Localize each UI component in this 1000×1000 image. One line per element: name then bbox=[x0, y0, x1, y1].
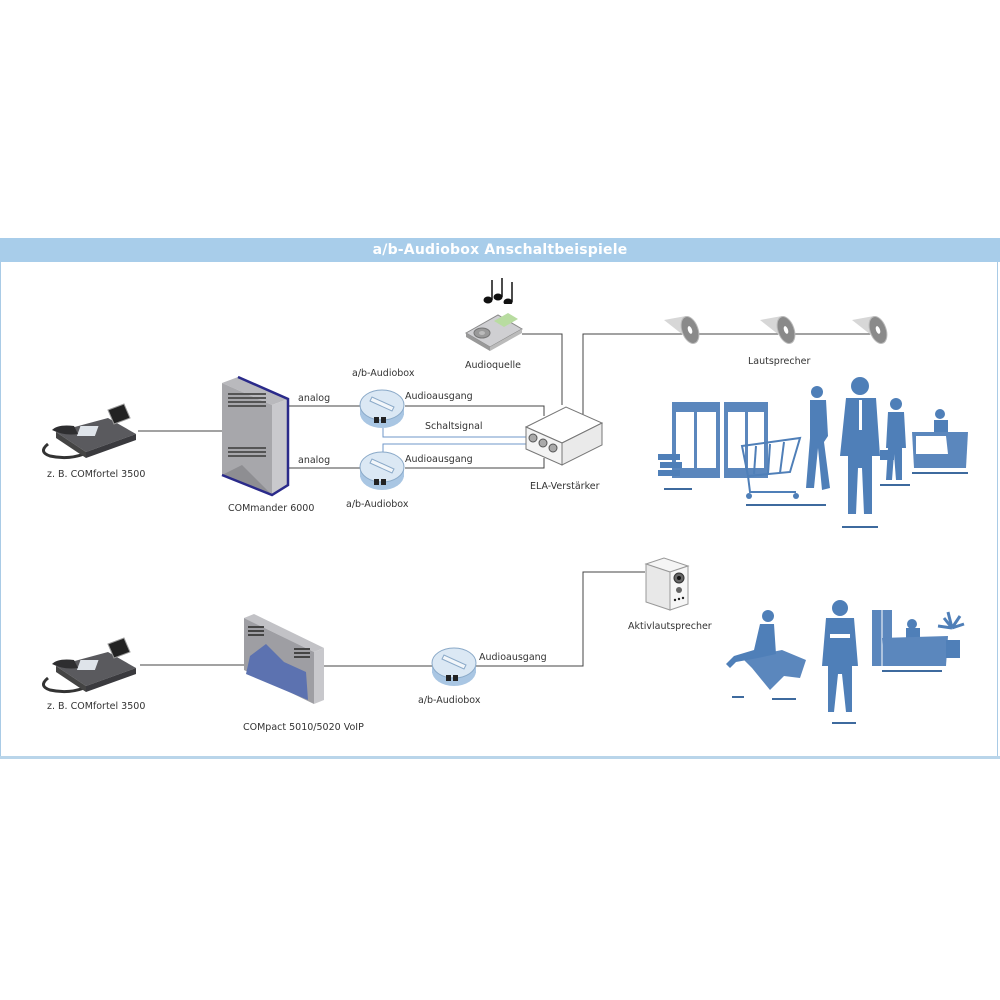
loudspeaker-icon-1 bbox=[664, 316, 700, 344]
refrigerator-icon bbox=[672, 402, 768, 478]
signal-label: Schaltsignal bbox=[425, 421, 483, 432]
pbx-label-bottom: COMpact 5010/5020 VoIP bbox=[243, 722, 364, 733]
source-line bbox=[522, 333, 563, 405]
speakers-label: Lautsprecher bbox=[748, 356, 811, 367]
reception-desk-icon bbox=[882, 619, 948, 666]
desk-phone-icon-bottom bbox=[42, 637, 136, 694]
medical-scene-illustration bbox=[726, 600, 965, 724]
diagram-title: a/b-Audiobox Anschaltbeispiele bbox=[0, 238, 1000, 262]
audiobox-icon-3 bbox=[431, 647, 477, 686]
businessman-silhouette-icon bbox=[840, 377, 880, 514]
signal-line-2 bbox=[382, 443, 526, 452]
panel-bottom-border bbox=[0, 756, 1000, 759]
audiobox-label-2: a/b-Audiobox bbox=[346, 499, 409, 510]
audio-out-label-2: Audioausgang bbox=[405, 454, 473, 465]
doctor-silhouette-icon bbox=[822, 600, 858, 712]
audio-source-label: Audioquelle bbox=[465, 360, 522, 371]
woman-silhouette-icon bbox=[806, 386, 830, 490]
audio-player-icon bbox=[464, 313, 524, 351]
shopping-cart-icon bbox=[740, 436, 802, 493]
analog-label-1: analog bbox=[298, 393, 331, 404]
audio-out-label-bottom: Audioausgang bbox=[479, 652, 547, 663]
pbx-label-top: COMmander 6000 bbox=[228, 503, 315, 514]
audio-out-line-1 bbox=[405, 405, 545, 416]
active-speaker-icon bbox=[644, 557, 690, 611]
loudspeaker-icon-3 bbox=[852, 316, 888, 344]
analog-label-2: analog bbox=[298, 455, 331, 466]
phone-label-bottom: z. B. COMfortel 3500 bbox=[47, 701, 146, 712]
amplifier-icon bbox=[524, 406, 604, 466]
desk-phone-icon bbox=[42, 403, 136, 460]
audiobox-icon-2 bbox=[359, 451, 405, 490]
plant-icon bbox=[937, 611, 965, 658]
active-speaker-label: Aktivlautsprecher bbox=[628, 621, 712, 632]
music-notes-icon bbox=[483, 278, 513, 304]
seated-person-silhouette-icon bbox=[726, 610, 806, 690]
audiobox-label-1: a/b-Audiobox bbox=[352, 368, 415, 379]
audio-out-line-2 bbox=[405, 458, 545, 469]
active-speaker-line bbox=[473, 571, 645, 667]
pbx-compact-icon bbox=[244, 614, 324, 704]
retail-scene-illustration bbox=[658, 377, 968, 528]
man-briefcase-silhouette-icon bbox=[880, 398, 906, 480]
phone-label-top: z. B. COMfortel 3500 bbox=[47, 469, 146, 480]
amplifier-label: ELA-Verstärker bbox=[530, 481, 600, 492]
loudspeaker-icon-2 bbox=[760, 316, 796, 344]
pbx-commander-icon bbox=[221, 375, 290, 497]
audiobox-icon-1 bbox=[359, 389, 405, 428]
audio-out-label-1: Audioausgang bbox=[405, 391, 473, 402]
audiobox-label-bottom: a/b-Audiobox bbox=[418, 695, 481, 706]
signal-line-1 bbox=[382, 428, 526, 438]
